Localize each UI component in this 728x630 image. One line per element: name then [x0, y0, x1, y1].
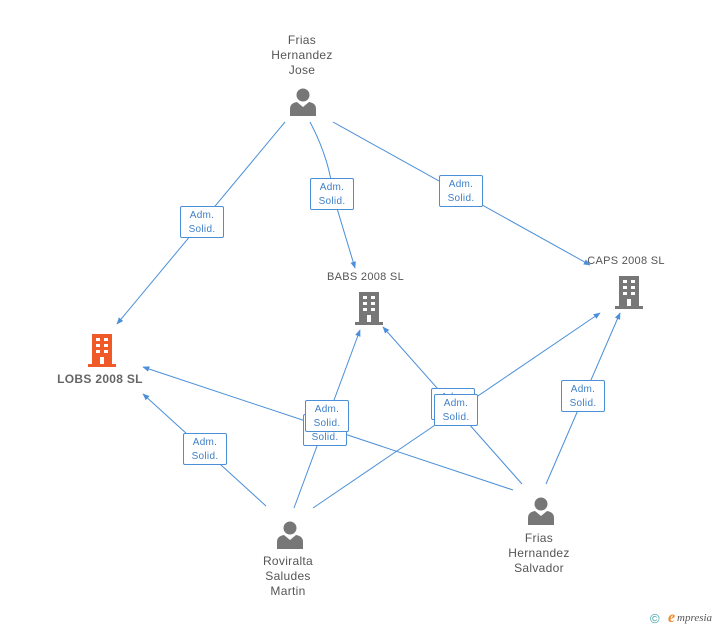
person-label-salvador[interactable]: Frias Hernandez Salvador [489, 531, 589, 576]
brand-footer[interactable]: © e mpresia [650, 609, 728, 628]
role-badge-jose-lobs[interactable]: Adm. Solid. [180, 206, 224, 238]
person-name-line: Martin [270, 584, 306, 598]
role-badge-line: Solid. [569, 398, 597, 409]
person-label-martin[interactable]: Roviralta Saludes Martin [238, 554, 338, 599]
person-name-line: Hernandez [508, 546, 570, 560]
person-name-line: Saludes [265, 569, 311, 583]
person-name-line: Roviralta [262, 554, 314, 568]
role-badge-jose-babs[interactable]: Adm. Solid. [310, 178, 354, 210]
role-badge-salvador-lobs[interactable]: Adm. Solid. [305, 400, 349, 432]
building-icon[interactable] [614, 275, 644, 309]
role-badge-line: Adm. [192, 437, 218, 448]
role-badge-line: Solid. [442, 412, 470, 423]
role-badge-line: Solid. [313, 418, 341, 429]
company-label-babs[interactable]: BABS 2008 SL [327, 271, 404, 283]
person-name-line: Jose [288, 63, 316, 77]
role-badge-line: Solid. [311, 432, 339, 443]
role-badge-line: Adm. [448, 179, 474, 190]
person-icon[interactable] [276, 520, 304, 550]
role-badge-line: Adm. [319, 182, 345, 193]
company-label-caps[interactable]: CAPS 2008 SL [587, 255, 665, 267]
company-label-lobs[interactable]: LOBS 2008 SL [57, 372, 143, 386]
role-badge-salvador-caps[interactable]: Adm. Solid. [561, 380, 605, 412]
person-name-line: Hernandez [271, 48, 333, 62]
role-badge-line: Solid. [318, 196, 346, 207]
copyright-icon: © [650, 611, 660, 626]
person-name-line: Salvador [514, 561, 564, 575]
brand-logo-initial: e [668, 609, 676, 626]
role-badge-line: Adm. [443, 398, 469, 409]
building-icon[interactable] [354, 291, 384, 325]
role-badge-line: Adm. [189, 210, 215, 221]
role-badge-line: Solid. [191, 451, 219, 462]
person-icon[interactable] [289, 87, 317, 117]
person-name-line: Frias [524, 531, 554, 545]
role-badge-martin-lobs[interactable]: Adm. Solid. [183, 433, 227, 465]
person-label-jose[interactable]: Frias Hernandez Jose [252, 33, 352, 78]
role-badge-salvador-babs[interactable]: Adm. Solid. [434, 394, 478, 426]
brand-name: mpresia [677, 612, 713, 624]
role-badge-line: Solid. [188, 224, 216, 235]
person-icon[interactable] [527, 496, 555, 526]
role-badge-line: Adm. [570, 384, 596, 395]
person-name-line: Frias [287, 33, 317, 47]
role-badge-line: Solid. [447, 193, 475, 204]
role-badge-line: Adm. [314, 404, 340, 415]
role-badge-jose-caps[interactable]: Adm. Solid. [439, 175, 483, 207]
building-icon[interactable] [87, 333, 117, 367]
